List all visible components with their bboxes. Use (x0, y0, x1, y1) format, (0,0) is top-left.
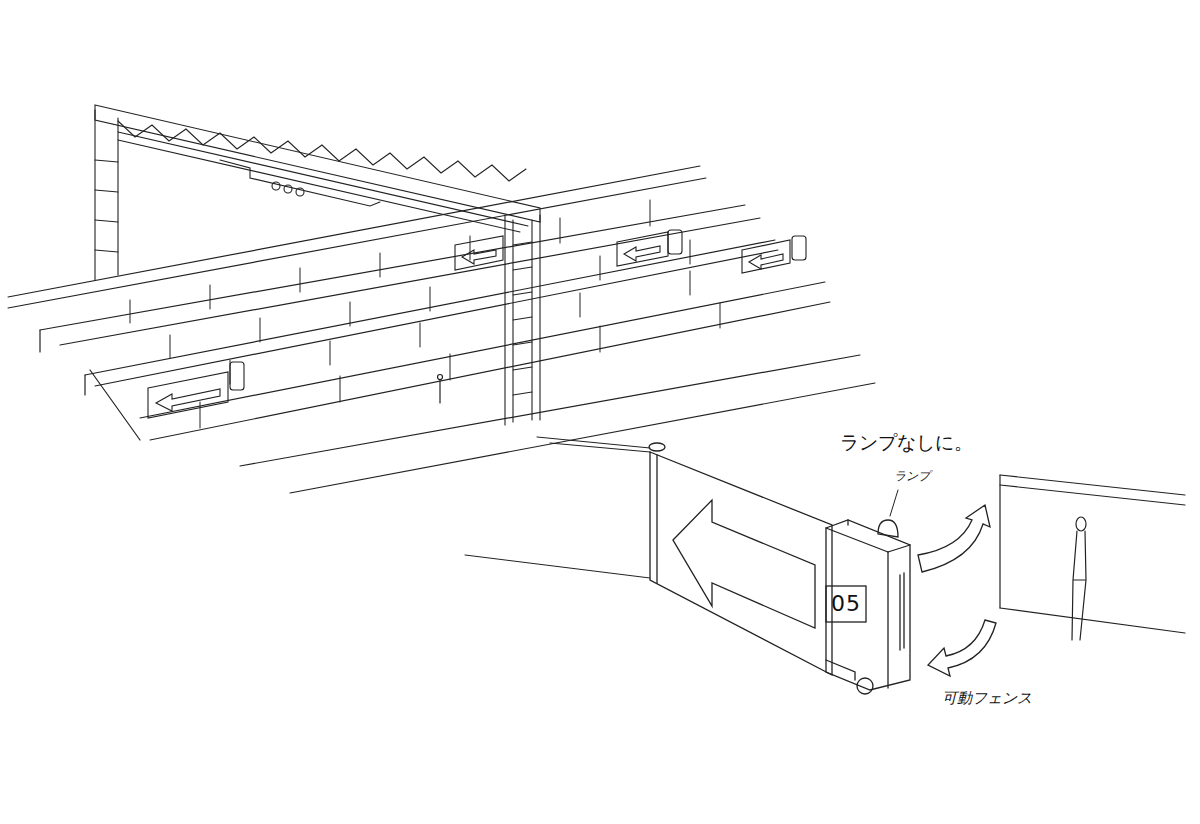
movable-fence (649, 443, 910, 694)
wall-lines (8, 166, 875, 493)
rotation-arrows (918, 505, 996, 676)
standing-person (1072, 517, 1086, 640)
leader-line (890, 490, 898, 516)
right-wall (1000, 475, 1185, 633)
part-label: 可動フェンス (940, 690, 1034, 707)
ground-lines (465, 437, 650, 578)
truss-gantry (95, 105, 540, 425)
note-text: ランプなしに。 (838, 432, 975, 453)
wall-arrow-signs (148, 230, 806, 418)
lamp-label: ランプ (892, 470, 932, 483)
display-number: 05 (829, 592, 863, 616)
brick-joints (130, 200, 720, 428)
small-figure (438, 375, 443, 404)
